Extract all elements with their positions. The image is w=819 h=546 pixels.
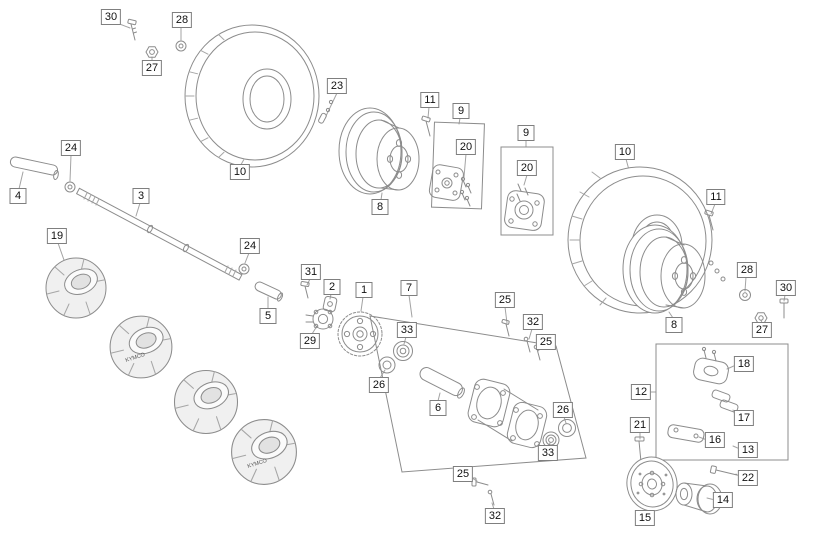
callout-24: 24 <box>239 238 261 254</box>
hub-caps-19: KYMCO KYMCO <box>45 257 297 485</box>
callout-12: 12 <box>630 384 652 400</box>
callout-4: 4 <box>9 188 27 204</box>
callout-20: 20 <box>516 160 538 176</box>
bolt-11-front <box>421 115 431 137</box>
callout-33: 33 <box>537 445 559 461</box>
rear-wheel-rim <box>622 224 706 314</box>
hub-group-9-rear <box>500 146 554 236</box>
callout-28: 28 <box>171 12 193 28</box>
callout-2: 2 <box>323 279 341 295</box>
caliper-bracket-16 <box>667 424 705 443</box>
callout-6: 6 <box>429 400 447 416</box>
small-washers-rear <box>708 260 726 282</box>
callout-27: 27 <box>751 322 773 338</box>
axle-shaft-3 <box>75 187 243 281</box>
washer-28-left <box>175 40 187 52</box>
callout-22: 22 <box>737 470 759 486</box>
bolt-30-left <box>127 18 137 41</box>
callout-25: 25 <box>535 334 557 350</box>
bolt-32-bottom <box>487 489 495 506</box>
callout-25: 25 <box>452 466 474 482</box>
spacer-5 <box>254 281 284 302</box>
callout-28: 28 <box>736 262 758 278</box>
front-tire <box>184 24 320 168</box>
axle-tube-4 <box>9 156 59 181</box>
callout-26: 26 <box>552 402 574 418</box>
callout-21: 21 <box>629 417 651 433</box>
bolt-32-top <box>523 336 531 353</box>
callout-20: 20 <box>455 139 477 155</box>
bolt-25-top <box>501 318 510 337</box>
bolt-30-rear <box>779 298 789 319</box>
callout-32: 32 <box>522 314 544 330</box>
callout-15: 15 <box>634 510 656 526</box>
hub-29 <box>305 308 334 330</box>
callout-1: 1 <box>355 282 373 298</box>
valve-stem-23 <box>318 99 334 124</box>
callout-16: 16 <box>704 432 726 448</box>
bearing-33-left <box>393 341 413 361</box>
callout-10: 10 <box>229 164 251 180</box>
callout-11: 11 <box>706 189 726 205</box>
callout-3: 3 <box>132 188 150 204</box>
callout-25: 25 <box>494 292 516 308</box>
brake-disc-15 <box>626 456 678 512</box>
pin-22 <box>709 465 738 476</box>
bearing-carrier-group-7 <box>369 315 587 473</box>
callout-8: 8 <box>665 317 683 333</box>
brake-caliper-box-12 <box>655 343 789 461</box>
callout-32: 32 <box>484 508 506 524</box>
bolt-31 <box>300 280 310 299</box>
bolt-25-bottom <box>471 477 489 487</box>
bearing-carrier-housing <box>467 378 548 449</box>
nut-27-left <box>145 46 159 58</box>
washer-24-left <box>64 181 76 193</box>
front-wheel-rim <box>338 107 420 195</box>
callout-18: 18 <box>733 356 755 372</box>
callout-27: 27 <box>141 60 163 76</box>
callout-10: 10 <box>614 144 636 160</box>
callout-30: 30 <box>100 9 122 25</box>
callout-19: 19 <box>46 228 68 244</box>
callout-33: 33 <box>396 322 418 338</box>
callout-8: 8 <box>371 199 389 215</box>
callout-17: 17 <box>733 410 755 426</box>
callout-13: 13 <box>737 442 759 458</box>
washer-28-rear <box>739 289 751 301</box>
spacer-tube-6 <box>419 367 465 399</box>
callout-30: 30 <box>775 280 797 296</box>
bolt-11-rear <box>704 209 714 231</box>
callout-5: 5 <box>259 308 277 324</box>
hub-group-9-front <box>428 121 485 210</box>
brake-pads-17 <box>711 389 739 413</box>
callout-7: 7 <box>400 280 418 296</box>
callout-23: 23 <box>326 78 348 94</box>
callout-11: 11 <box>420 92 440 108</box>
wheel-studs-20-front <box>459 176 472 207</box>
callout-9: 9 <box>517 125 535 141</box>
callout-31: 31 <box>300 264 322 280</box>
washer-24-right <box>238 263 250 275</box>
callout-24: 24 <box>60 140 82 156</box>
callout-14: 14 <box>712 492 734 508</box>
seal-26-left <box>378 356 396 374</box>
seal-26-right <box>558 419 576 437</box>
callout-26: 26 <box>368 377 390 393</box>
callout-9: 9 <box>452 103 470 119</box>
callout-29: 29 <box>299 333 321 349</box>
caliper-body-18 <box>693 346 729 385</box>
